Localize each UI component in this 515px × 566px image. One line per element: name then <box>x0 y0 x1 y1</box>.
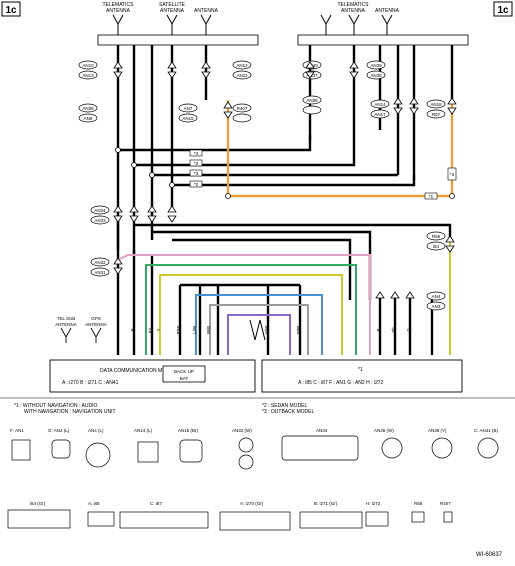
view-an14: AN14 (L) <box>134 428 153 433</box>
conn-i54: i54 <box>433 244 440 249</box>
wire-color-sb: Sb <box>391 327 396 333</box>
conn-an10: AN10 <box>82 63 94 68</box>
page-label-right: 1c <box>497 5 509 16</box>
gps-antenna-label-1: GPS <box>91 316 101 321</box>
conn-an11: AN11 <box>237 73 248 78</box>
wire-color-lw: L/W <box>192 325 197 334</box>
star-label-1: *3 <box>194 151 199 156</box>
view-an41: C: AN41 (B) <box>474 428 499 433</box>
conn-an17: AN17 <box>374 112 386 117</box>
view-i270: A: i270 (Gr) <box>240 501 264 506</box>
note-1b: WITH NAVIGATION : NAVIGATION UNIT <box>24 409 116 415</box>
conn-an38: AN38 <box>370 73 382 78</box>
conn-r67: R67 <box>432 112 441 117</box>
view-r56: R56 <box>414 501 423 506</box>
view-i85: A: i85 <box>88 501 100 506</box>
wire-color-y: Y <box>156 328 161 331</box>
view-an15: AN15 (Br) <box>178 428 199 433</box>
wire-color-g: G <box>406 328 411 332</box>
conn-r56: R56 <box>432 234 441 239</box>
page-label-left: 1c <box>5 5 17 16</box>
audio-unit-star: *1 <box>358 367 363 373</box>
wire-color-p: P <box>130 328 135 331</box>
conn-an7: AN7 <box>184 106 193 111</box>
antenna-label-right: ANTENNA <box>375 8 400 14</box>
module-connectors: A : i270 B : i271 C : AN41 <box>62 380 119 386</box>
conn-an12: AN12 <box>236 63 248 68</box>
view-an32: AN32 (W) <box>232 428 252 433</box>
view-i54: i54 (Gr) <box>30 501 46 506</box>
backup-bat-1: BACK UP <box>174 369 194 374</box>
view-i87: C: i87 <box>150 501 162 506</box>
view-an1: F: AN1 <box>10 428 24 433</box>
view-an36: AN36 (W) <box>374 428 394 433</box>
data-communication-module-box <box>49 359 256 393</box>
conn-an31: AN31 <box>94 270 106 275</box>
satellite-antenna-label-left-1: SATELLITE <box>159 2 186 8</box>
antenna-label-left: ANTENNA <box>194 8 219 14</box>
telematics-antenna-label-right-1: TELEMATICS <box>337 2 369 8</box>
star-label-5: *1 <box>429 194 434 199</box>
audio-unit-box <box>261 359 463 393</box>
conn-an32: AN32 <box>94 260 106 265</box>
audio-unit-connectors: A : i85 C : i87 F : AN1 G : AN2 H : i272 <box>298 380 384 386</box>
conn-an35: AN35 <box>306 98 318 103</box>
wire-color-wr: W/R <box>296 325 301 334</box>
view-r407: R407 <box>440 501 451 506</box>
conn-an14: AN14 <box>374 102 386 107</box>
conn-an37: AN37 <box>306 73 318 78</box>
view-an2: G: AN2 (L) <box>48 428 70 433</box>
conn-r407: R407 <box>237 106 248 111</box>
view-i271: B: i271 (Gr) <box>314 501 338 506</box>
tel-sub-antenna-label-1: TEL SUB <box>57 316 76 321</box>
wire-color-vw: V/W <box>264 325 269 334</box>
view-i272: H: i272 <box>366 501 381 506</box>
star-label-4: *2 <box>194 182 199 187</box>
backup-bat-2: BAT <box>180 376 189 381</box>
conn-an9: AN9 <box>84 116 93 121</box>
telematics-antenna-label-left-2: ANTENNA <box>106 8 131 14</box>
conn-an18: AN18 <box>430 102 442 107</box>
conn-an4: AN4 <box>432 294 441 299</box>
star-label-2: *3 <box>194 161 199 166</box>
wire-color-b: B <box>376 328 381 331</box>
note-2: *2 : SEDAN MODEL <box>262 403 308 409</box>
star-label-3: *3 <box>194 171 199 176</box>
conn-an13: AN13 <box>82 73 94 78</box>
telematics-antenna-label-left-1: TELEMATICS <box>102 2 134 8</box>
tel-sub-antenna-label-2: ANTENNA <box>55 322 77 327</box>
conn-an39: AN39 <box>370 63 382 68</box>
wire-color-wb: W/B <box>206 326 211 335</box>
wire-color-rw: R/W <box>176 325 181 335</box>
wire-color-bl: B/L <box>148 326 153 333</box>
conn-an15: AN15 <box>182 116 194 121</box>
satellite-antenna-label-left-2: ANTENNA <box>160 8 185 14</box>
module-name: DATA COMMUNICATION MODULE <box>100 368 180 374</box>
view-an38: AN38 (Y) <box>428 428 447 433</box>
figure-id: WI-60637 <box>476 552 503 558</box>
conn-an34: AN34 <box>94 208 106 213</box>
view-an34: AN34 <box>316 428 328 433</box>
gps-antenna-label-2: ANTENNA <box>85 322 107 327</box>
conn-an3: AN3 <box>432 304 441 309</box>
star-label-6: *3 <box>450 172 455 177</box>
note-1: *1 : WITHOUT NAVIGATION : AUDIO <box>14 403 97 409</box>
conn-an33: AN33 <box>94 218 106 223</box>
view-an4: AN4 (L) <box>88 428 104 433</box>
telematics-antenna-label-right-2: ANTENNA <box>341 8 366 14</box>
note-3: *3 : OUTBACK MODEL <box>262 409 314 415</box>
conn-an36: AN36 <box>82 106 94 111</box>
